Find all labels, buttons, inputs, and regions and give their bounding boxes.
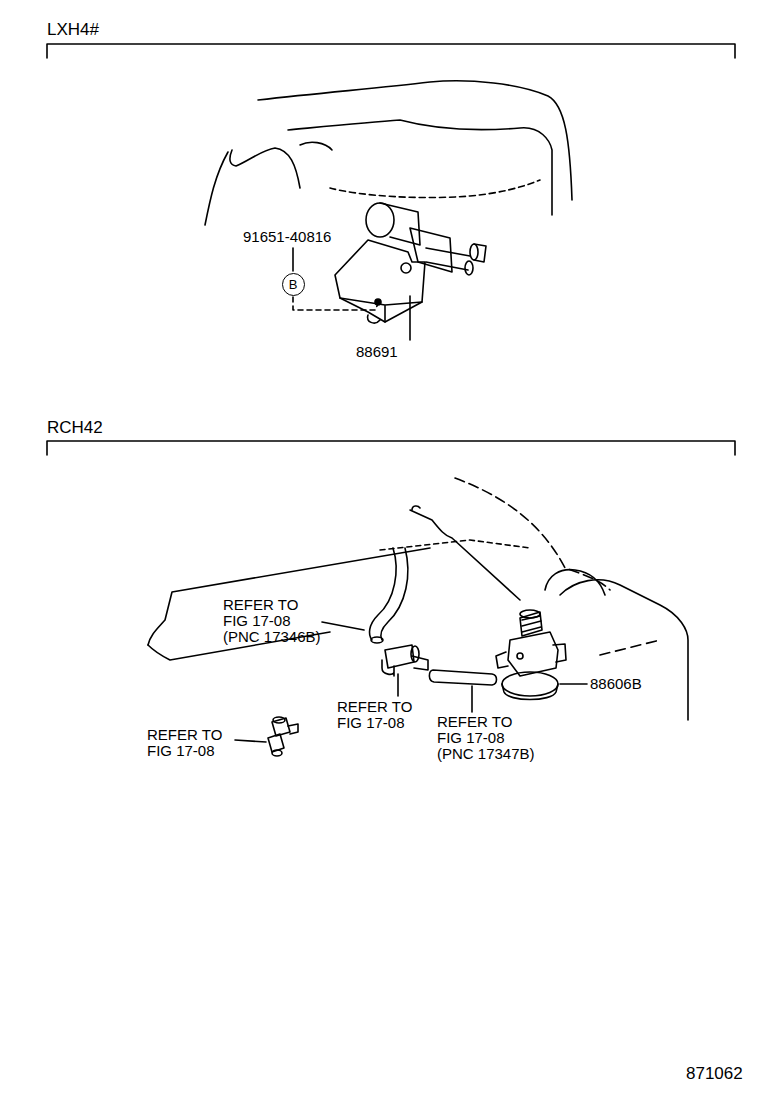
section-rule (47, 441, 735, 455)
engine-outline (560, 580, 688, 720)
part-number: 91651-40816 (243, 229, 363, 245)
valve-body (380, 203, 420, 245)
engine-outline (300, 142, 332, 150)
tee-fitting (412, 656, 428, 670)
hose (370, 548, 397, 640)
tee-fitting (385, 645, 414, 668)
adjust-screw (520, 610, 540, 618)
engine-outline (545, 570, 605, 595)
diaphragm-housing (502, 684, 558, 700)
engine-outline (380, 540, 530, 550)
engine-outline (258, 81, 572, 200)
engine-outline (205, 152, 228, 225)
leader-line (409, 296, 411, 340)
tee-fitting (382, 660, 394, 676)
leader-line (471, 686, 473, 712)
circled-reference: B (282, 273, 305, 296)
leader-line (560, 683, 587, 685)
bolt (367, 315, 380, 323)
bolt (401, 263, 411, 273)
leader-line (397, 674, 399, 696)
engine-outline (600, 640, 660, 655)
valve-nipple (553, 644, 566, 662)
valve-body (366, 203, 394, 237)
part-number: 88606B (590, 676, 670, 692)
section-rule (47, 44, 735, 58)
section-code: RCH42 (47, 419, 167, 437)
leader-line (235, 740, 266, 742)
valve-body (508, 632, 558, 676)
engine-outline (410, 510, 520, 600)
engine-outline (330, 180, 540, 198)
tee-fitting (272, 718, 290, 736)
valve-nipple (496, 652, 508, 668)
engine-outline (148, 548, 430, 645)
reference-letter: B (289, 278, 298, 291)
leader-line (293, 297, 378, 310)
reference-note: REFER TO FIG 17-08 (PNC 17347B) (437, 714, 537, 762)
reference-note: REFER TO FIG 17-08 (147, 727, 227, 759)
bolt (517, 653, 523, 659)
tee-fitting (288, 724, 298, 734)
engine-outline (230, 148, 300, 188)
valve-nipple (474, 244, 486, 262)
reference-note: REFER TO FIG 17-08 (PNC 17346B) (223, 597, 323, 645)
hose (371, 637, 383, 643)
tee-fitting (411, 646, 419, 662)
valve-nipple (426, 248, 470, 270)
section-code: LXH4# (47, 21, 167, 39)
engine-outline (288, 120, 552, 215)
leader-line (292, 248, 294, 271)
tee-fitting (272, 750, 282, 756)
pipe (412, 506, 420, 510)
tee-fitting (273, 717, 285, 723)
reference-note: REFER TO FIG 17-08 (337, 699, 417, 731)
valve-nipple (465, 261, 473, 275)
diaphragm-housing (502, 672, 558, 696)
hose (429, 670, 496, 685)
leader-line (322, 622, 364, 630)
figure-number: 871062 (686, 1065, 756, 1083)
valve-nipple (470, 244, 478, 260)
part-number: 88691 (356, 344, 436, 360)
hose (381, 548, 408, 640)
